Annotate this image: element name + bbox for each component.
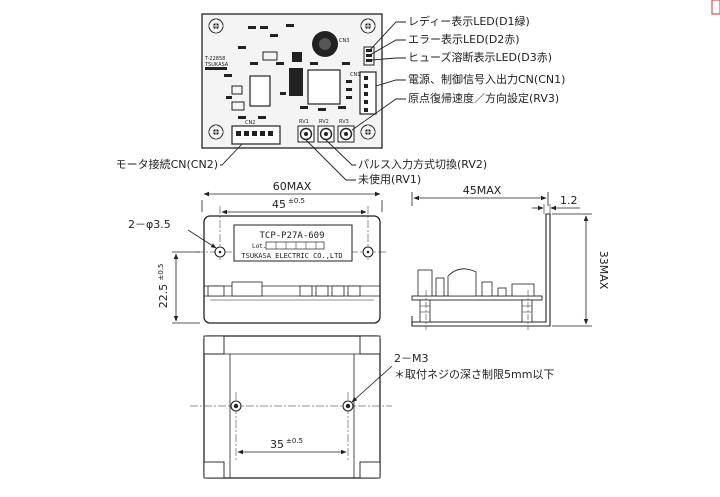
- dim-hole-pitch-label: 45: [272, 198, 286, 211]
- ic-sub: [249, 75, 271, 107]
- led-d2: [366, 54, 372, 57]
- callout-rv1: 未使用(RV1): [358, 173, 421, 186]
- nameplate-lot: Lot.: [252, 243, 266, 250]
- callout-cn2: モータ接続CN(CN2): [116, 157, 218, 171]
- silk-rv1: RV1: [299, 119, 309, 125]
- bottom-body: [203, 335, 381, 479]
- trimmer-rv2: RV2: [317, 119, 335, 143]
- pcb-mounting-hole: [208, 18, 224, 34]
- nameplate: TCP-P27A-609 Lot. TSUKASA ELECTRIC CO.,L…: [233, 224, 353, 262]
- dim-height-tol: ±0.5: [157, 264, 165, 281]
- silk-cn1: CN1: [350, 72, 360, 78]
- tap-label: 2－M3: [394, 352, 429, 365]
- dim-width-label: 60MAX: [273, 180, 312, 193]
- callout-leaders: [220, 21, 406, 181]
- silk-cn3: CN3: [339, 38, 349, 44]
- silk-model-line2: TSUKASA: [204, 62, 229, 68]
- nameplate-model: TCP-P27A-609: [259, 231, 324, 241]
- side-pcb: [411, 295, 543, 301]
- silk-rv2: RV2: [319, 119, 329, 125]
- side-view: 45MAX 1.2 33MAX: [411, 184, 610, 330]
- trimmer-rv3: RV3: [337, 119, 355, 143]
- tap-note: ＊取付ネジの深さ制限5mm以下: [394, 368, 554, 381]
- front-view: 60MAX 45 ±0.5 2－φ3.5 TCP-P27A-609 Lot.: [128, 180, 388, 324]
- led-d1: [366, 49, 372, 52]
- side-bracket: [411, 213, 551, 327]
- silk-model-line1: T-22858: [204, 56, 225, 62]
- callout-cn1: 電源、制御信号入出力CN(CN1): [408, 72, 565, 86]
- ic-main: [307, 69, 341, 105]
- pcb-mounting-hole: [360, 18, 376, 34]
- callout-led-d3: ヒューズ溶断表示LED(D3赤): [408, 50, 552, 64]
- corner-marker: [711, 0, 720, 15]
- callout-rv2: パルス入力方式切換(RV2): [358, 157, 487, 171]
- silk-cn2: CN2: [245, 120, 255, 126]
- connector-cn1: CN1: [350, 71, 377, 115]
- led-block: [363, 46, 375, 66]
- trimmer-rv1: RV1: [297, 119, 315, 143]
- hole-diameter-label: 2－φ3.5: [128, 218, 171, 231]
- dim-tap-pitch-label: 35: [270, 438, 284, 451]
- callout-rv3: 原点復帰速度／方向設定(RV3): [408, 91, 559, 105]
- pcb-mounting-hole: [208, 124, 224, 140]
- dim-total-height-label: 33MAX: [597, 251, 610, 290]
- connector-cn2: CN2: [231, 120, 281, 145]
- pcb-top-view: CN3 T-22858 TSUKASA: [201, 13, 383, 149]
- silk-rv3: RV3: [339, 119, 349, 125]
- dim-thickness-label: 1.2: [560, 194, 578, 207]
- callout-led-d2: エラー表示LED(D2赤): [408, 32, 520, 46]
- dim-tap-pitch-tol: ±0.5: [286, 437, 303, 445]
- dim-depth-label: 45MAX: [463, 184, 502, 197]
- dim-hole-pitch-tol: ±0.5: [288, 197, 305, 205]
- bottom-view: 2－M3 ＊取付ネジの深さ制限5mm以下 35 ±0.5: [190, 335, 554, 479]
- led-d3: [366, 59, 372, 62]
- callout-led-d1: レディー表示LED(D1緑): [408, 14, 530, 28]
- ic-driver: [289, 68, 303, 96]
- nameplate-company: TSUKASA ELECTRIC CO.,LTD: [241, 252, 342, 260]
- dim-height-label: 22.5: [157, 284, 170, 309]
- pcb-mounting-hole: [360, 124, 376, 140]
